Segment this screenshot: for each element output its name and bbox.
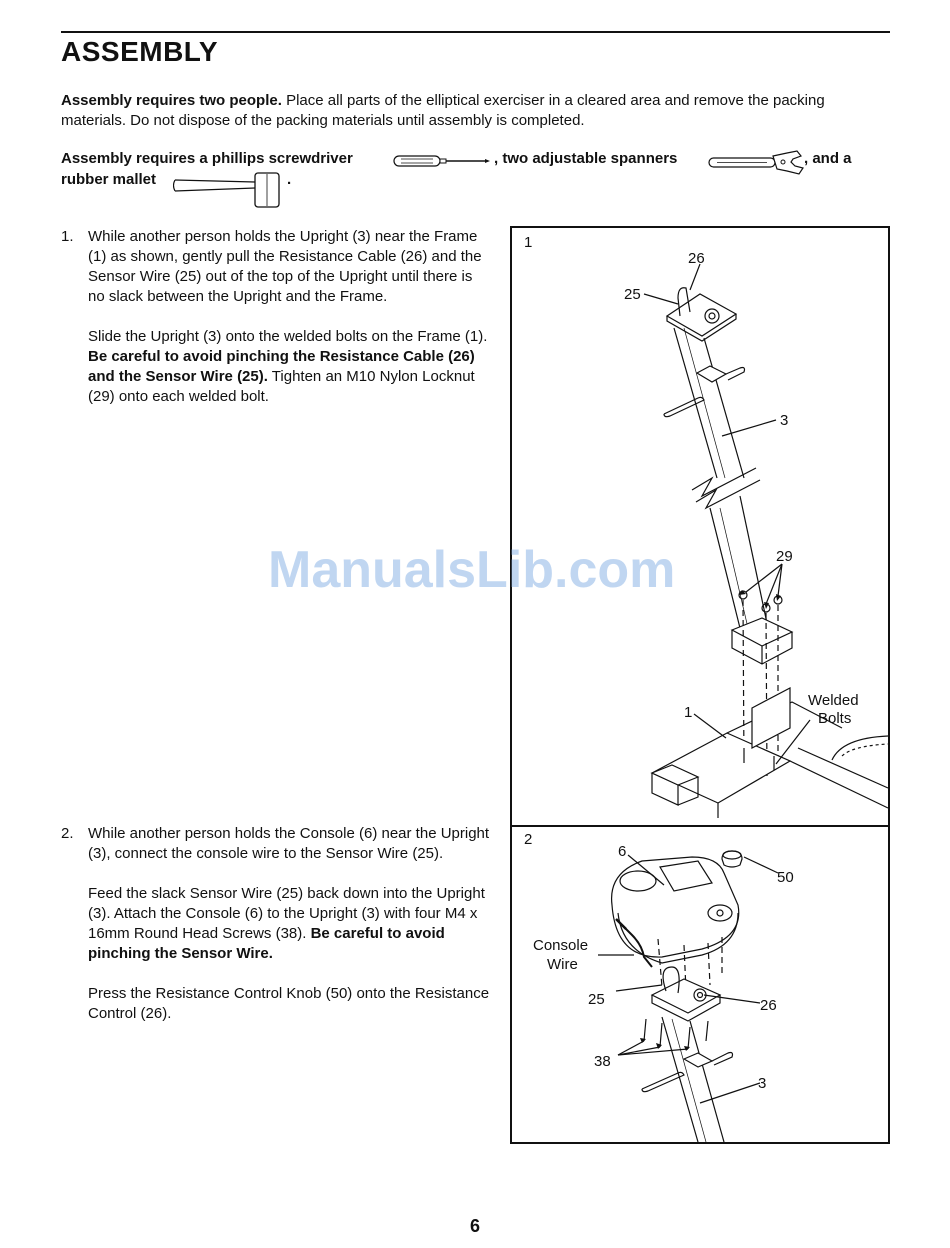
callout-29: 29 xyxy=(776,548,793,565)
tools-text-1: Assembly requires a phillips screwdriver xyxy=(61,150,353,167)
step-2-paragraph-2: Feed the slack Sensor Wire (25) back dow… xyxy=(88,884,491,964)
callout-3: 3 xyxy=(780,412,789,429)
step-1-number: 1. xyxy=(61,228,74,245)
step-1: 1. While another person holds the Uprigh… xyxy=(61,227,491,427)
step-1-p2-text-1: Slide the Upright (3) onto the welded bo… xyxy=(88,328,488,345)
tools-required: Assembly requires a phillips screwdriver… xyxy=(61,150,890,210)
step-2-paragraph-3: Press the Resistance Control Knob (50) o… xyxy=(88,985,490,1022)
callout-wire: Wire xyxy=(547,956,578,973)
callout-console: Console xyxy=(533,937,589,954)
page-title: ASSEMBLY xyxy=(61,36,219,67)
tools-text-4: rubber mallet xyxy=(61,171,157,188)
figure-1-number: 1 xyxy=(524,234,533,251)
intro-paragraph: Assembly requires two people. Place all … xyxy=(61,91,881,131)
figure-1-drawing xyxy=(643,263,888,818)
step-2: 2. While another person holds the Consol… xyxy=(61,824,491,1044)
tools-text-3: , and a xyxy=(804,150,852,167)
step-2-p2-text: Feed the slack Sensor Wire (25) back dow… xyxy=(88,885,485,942)
watermark: ManualsLib.com xyxy=(268,541,676,599)
header-rule xyxy=(61,31,890,33)
intro-text: Place all parts of the elliptical exerci… xyxy=(61,92,825,129)
rubber-mallet-icon xyxy=(173,172,280,208)
adjustable-spanner-icon xyxy=(708,150,804,175)
screwdriver-icon xyxy=(393,155,490,167)
callout-50: 50 xyxy=(777,869,794,886)
step-1-paragraph-1: While another person holds the Upright (… xyxy=(88,228,482,305)
callout-bolts: Bolts xyxy=(818,710,852,727)
callout-6: 6 xyxy=(618,843,627,860)
callout-welded: Welded xyxy=(808,692,859,709)
step-2-paragraph-1: While another person holds the Console (… xyxy=(88,825,490,862)
step-2-number: 2. xyxy=(61,825,74,842)
figure-2-number: 2 xyxy=(524,831,533,848)
step-1-p2-warning: Be careful to avoid pinching the Resista… xyxy=(88,348,475,385)
figure-2-drawing xyxy=(598,850,779,1142)
callout-1: 1 xyxy=(684,704,693,721)
figure-1: 1 26 25 3 29 1 Welded Bolts xyxy=(510,226,890,827)
callout-3-fig2: 3 xyxy=(758,1075,767,1092)
callout-26-fig2: 26 xyxy=(760,997,777,1014)
step-2-p2-warning: Be careful to avoid pinching the Sensor … xyxy=(88,925,445,962)
tools-text-2: , two adjustable spanners xyxy=(494,150,678,167)
tools-text-5: . xyxy=(287,171,292,188)
callout-26: 26 xyxy=(688,250,705,267)
callout-25-fig2: 25 xyxy=(588,991,605,1008)
step-1-p2-text-2: Tighten an M10 Nylon Locknut (29) onto e… xyxy=(88,368,475,405)
callout-38: 38 xyxy=(594,1053,611,1070)
intro-bold: Assembly requires two people. xyxy=(61,92,282,109)
step-1-paragraph-2: Slide the Upright (3) onto the welded bo… xyxy=(88,327,491,407)
figure-2: 2 6 50 Console Wire 25 26 38 3 xyxy=(510,825,890,1144)
page-number: 6 xyxy=(469,1216,480,1236)
callout-25: 25 xyxy=(624,286,641,303)
